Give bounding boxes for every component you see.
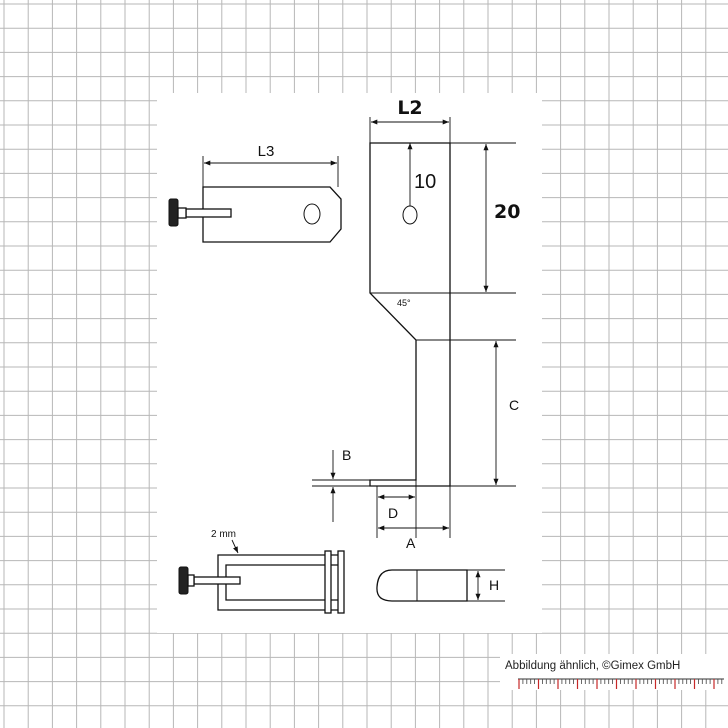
label-10: 10 xyxy=(414,171,436,193)
top-view-knob xyxy=(168,198,179,227)
drawing-panel xyxy=(157,93,542,633)
clamp-view-pin xyxy=(193,576,241,585)
label-b: B xyxy=(342,447,351,463)
clamp-view-knob-collar xyxy=(187,574,195,587)
label-h: H xyxy=(489,577,499,593)
label-l3: L3 xyxy=(258,143,275,160)
label-angle: 45° xyxy=(397,298,411,308)
two-mm-leader xyxy=(231,539,239,554)
label-2mm: 2 mm xyxy=(211,529,236,540)
part-top-view xyxy=(202,186,342,243)
caption-text: Abbildung ähnlich, ©Gimex GmbH xyxy=(505,660,680,672)
scale-ruler xyxy=(518,678,724,689)
clamp-view-jaw-left xyxy=(324,550,332,614)
clamp-view-jaw-right xyxy=(337,550,345,614)
label-a: A xyxy=(406,535,416,551)
label-l2: L2 xyxy=(397,97,422,119)
label-d: D xyxy=(388,505,398,521)
top-view-knob-collar xyxy=(177,207,187,219)
top-view-pin xyxy=(185,208,232,218)
clamp-view-knob xyxy=(178,566,189,595)
label-c: C xyxy=(509,397,519,413)
part-end-view xyxy=(376,569,468,602)
top-view-hole xyxy=(303,203,321,225)
label-20: 20 xyxy=(494,201,520,223)
